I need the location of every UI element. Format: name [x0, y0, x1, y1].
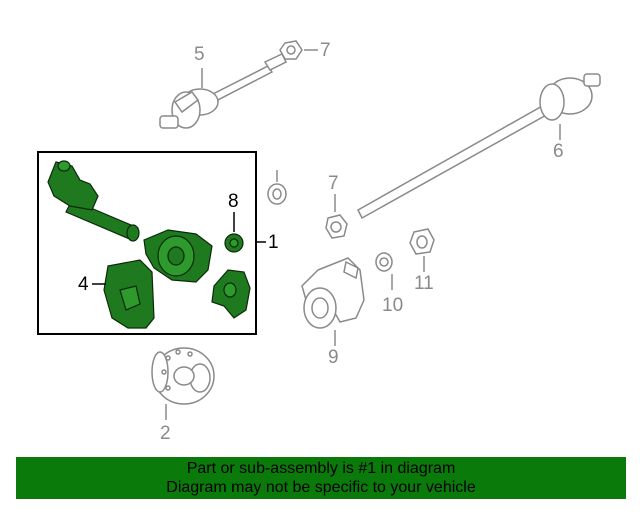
callout-6: 6	[553, 141, 564, 162]
callout-8: 8	[228, 191, 239, 212]
callout-7-top: 7	[320, 40, 331, 61]
callout-2: 2	[160, 423, 171, 444]
part-10-washer[interactable]	[375, 252, 393, 272]
part-1-axle-housing[interactable]	[47, 160, 251, 319]
callout-10: 10	[382, 295, 404, 316]
banner-line-1: Part or sub-assembly is #1 in diagram	[186, 460, 456, 477]
callout-9: 9	[328, 347, 339, 368]
callout-1: 1	[268, 232, 279, 253]
banner-line-2: Diagram may not be specific to your vehi…	[166, 479, 476, 496]
part-9-knuckle[interactable]	[301, 257, 365, 329]
part-4-cover[interactable]	[103, 259, 155, 329]
part-7-nut[interactable]	[325, 214, 348, 239]
part-7-washer-top[interactable]	[279, 40, 303, 60]
part-11-nut[interactable]	[409, 228, 435, 255]
callout-4: 4	[78, 274, 89, 295]
callout-7-mid: 7	[328, 173, 339, 194]
part-2-differential-case[interactable]	[151, 347, 215, 405]
info-banner: Part or sub-assembly is #1 in diagram Di…	[16, 457, 626, 499]
part-8-seal[interactable]	[224, 233, 244, 253]
part-5-axle-shaft[interactable]	[159, 53, 288, 129]
callout-5: 5	[194, 44, 205, 65]
exploded-parts-diagram	[37, 40, 601, 420]
part-6-long-axle-shaft[interactable]	[357, 73, 601, 220]
assembly-box	[37, 151, 257, 335]
part-3-washer[interactable]	[267, 183, 287, 205]
callout-11: 11	[414, 273, 434, 294]
